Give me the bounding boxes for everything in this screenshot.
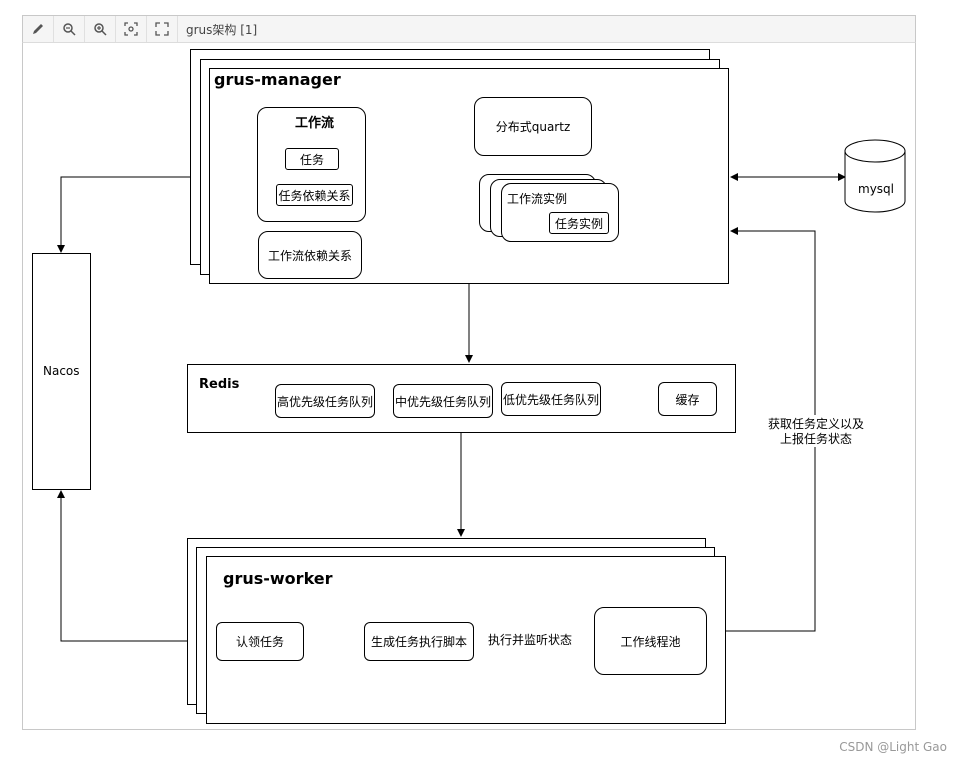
workflow-dependency-box: 工作流依赖关系 (258, 231, 362, 279)
task-instance-box: 任务实例 (549, 212, 609, 234)
manager-title: grus-manager (214, 70, 341, 89)
high-priority-queue: 高优先级任务队列 (275, 384, 375, 418)
fetch-report-label-line1: 获取任务定义以及 (768, 415, 865, 432)
low-priority-queue: 低优先级任务队列 (501, 382, 601, 416)
toolbar: grus架构 [1] (22, 15, 916, 43)
worker-title: grus-worker (223, 569, 333, 588)
nacos-box (32, 253, 91, 490)
thread-pool-box: 工作线程池 (594, 607, 707, 675)
zoom-out-icon[interactable] (54, 16, 85, 42)
mid-priority-queue: 中优先级任务队列 (393, 384, 493, 418)
edit-icon[interactable] (23, 16, 54, 42)
fit-icon[interactable] (116, 16, 147, 42)
redis-title: Redis (199, 377, 240, 392)
fetch-report-label-line2: 上报任务状态 (780, 430, 853, 447)
mysql-label: mysql (858, 182, 894, 196)
mysql-cylinder (844, 139, 906, 213)
workflow-title: 工作流 (295, 116, 335, 131)
zoom-in-icon[interactable] (85, 16, 116, 42)
exec-monitor-label: 执行并监听状态 (488, 631, 573, 648)
gen-script-box: 生成任务执行脚本 (364, 622, 474, 661)
nacos-label: Nacos (43, 364, 80, 378)
toolbar-title: grus架构 [1] (186, 22, 258, 37)
task-box: 任务 (285, 148, 339, 170)
quartz-box: 分布式quartz (474, 97, 592, 156)
claim-task-box: 认领任务 (216, 622, 304, 661)
watermark: CSDN @Light Gao (839, 740, 947, 754)
workflow-instance-label: 工作流实例 (507, 192, 568, 206)
cache-box: 缓存 (658, 382, 717, 416)
fullscreen-icon[interactable] (147, 16, 178, 42)
task-dependency-box: 任务依赖关系 (276, 184, 353, 206)
